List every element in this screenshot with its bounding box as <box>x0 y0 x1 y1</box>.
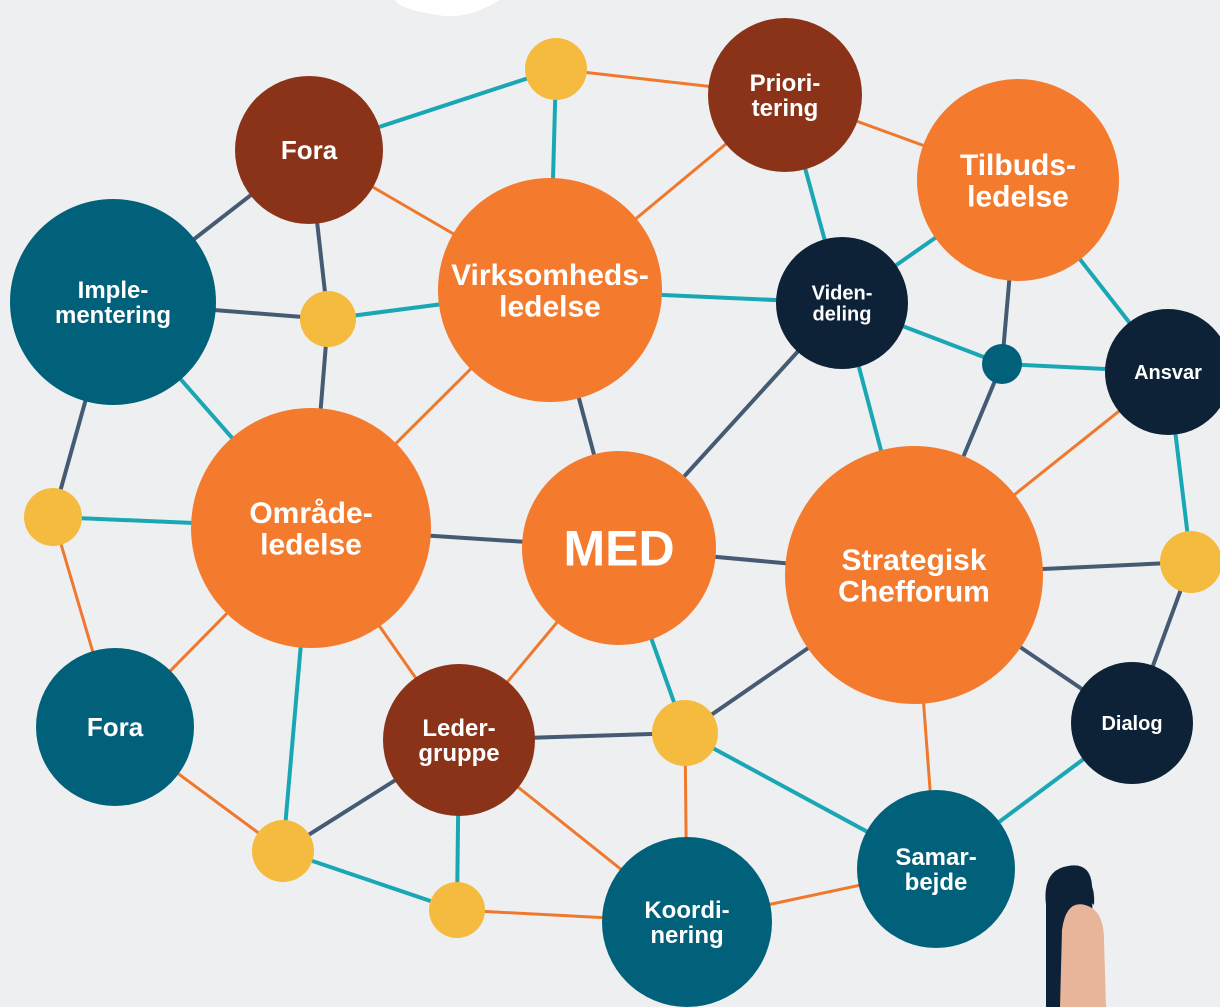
node-label-virksomhedsledelse: ledelse <box>499 290 601 323</box>
node-label-strategisk-chefforum: Strategisk <box>841 544 986 577</box>
node-circle-fora-top <box>235 76 383 224</box>
node-label-ansvar: Ansvar <box>1134 362 1202 384</box>
node-circle-tilbudsledelse <box>917 79 1119 281</box>
node-label-tilbudsledelse: Tilbuds- <box>960 149 1076 182</box>
node-circle-ansvar <box>1105 309 1220 435</box>
node-label-tilbudsledelse: ledelse <box>967 180 1069 213</box>
node-label-omraadeledelse: ledelse <box>260 528 362 561</box>
node-label-fora-top: Fora <box>281 135 338 165</box>
node-implementering: Imple-mentering <box>10 199 216 405</box>
node-label-strategisk-chefforum: Chefforum <box>838 575 990 608</box>
node-label-implementering: mentering <box>55 302 171 329</box>
node-label-koordinering: nering <box>650 922 723 949</box>
node-junction-bottom-left <box>252 820 314 882</box>
node-label-videndeling: deling <box>813 304 872 326</box>
node-label-samarbejde: bejde <box>905 869 968 896</box>
node-omraadeledelse: Område-ledelse <box>191 408 431 648</box>
node-virksomhedsledelse: Virksomheds-ledelse <box>438 178 662 402</box>
node-junction-upper-left <box>300 291 356 347</box>
node-label-videndeling: Viden- <box>812 283 873 305</box>
node-circle-samarbejde <box>857 790 1015 948</box>
node-circle-junction-upper-left <box>300 291 356 347</box>
node-junction-center <box>652 700 718 766</box>
node-label-ledergruppe: Leder- <box>422 715 495 742</box>
node-junction-bottom <box>429 882 485 938</box>
node-label-samarbejde: Samar- <box>895 844 976 871</box>
node-fora-bottom: Fora <box>36 648 194 806</box>
node-circle-implementering <box>10 199 216 405</box>
node-label-omraadeledelse: Område- <box>249 497 372 530</box>
node-label-koordinering: Koordi- <box>644 897 729 924</box>
node-circle-junction-center <box>652 700 718 766</box>
node-circle-koordinering <box>602 837 772 1007</box>
node-circle-omraadeledelse <box>191 408 431 648</box>
node-circle-junction-right <box>1160 531 1220 593</box>
node-circle-fora-bottom <box>36 648 194 806</box>
node-ansvar: Ansvar <box>1105 309 1220 435</box>
top-decorative-arc <box>395 0 500 17</box>
node-prioritering: Priori-tering <box>708 18 862 172</box>
node-videndeling: Viden-deling <box>776 237 908 369</box>
node-junction-top <box>525 38 587 100</box>
node-label-virksomhedsledelse: Virksomheds- <box>451 259 649 292</box>
node-circle-dialog <box>1071 662 1193 784</box>
node-circle-junction-top <box>525 38 587 100</box>
node-label-prioritering: tering <box>752 95 819 122</box>
node-circle-junction-teal <box>982 344 1022 384</box>
node-label-dialog: Dialog <box>1101 713 1162 735</box>
node-label-fora-bottom: Fora <box>87 712 144 742</box>
node-tilbudsledelse: Tilbuds-ledelse <box>917 79 1119 281</box>
node-dialog: Dialog <box>1071 662 1193 784</box>
node-junction-teal <box>982 344 1022 384</box>
node-samarbejde: Samar-bejde <box>857 790 1015 948</box>
node-label-ledergruppe: gruppe <box>418 740 499 767</box>
node-circle-junction-bottom <box>429 882 485 938</box>
node-circle-junction-bottom-left <box>252 820 314 882</box>
node-circle-junction-left <box>24 488 82 546</box>
node-circle-virksomhedsledelse <box>438 178 662 402</box>
node-circle-med <box>522 451 716 645</box>
node-junction-left <box>24 488 82 546</box>
node-circle-videndeling <box>776 237 908 369</box>
node-circle-ledergruppe <box>383 664 535 816</box>
node-med: MED <box>522 451 716 645</box>
node-junction-right <box>1160 531 1220 593</box>
node-label-implementering: Imple- <box>78 277 149 304</box>
person-illustration <box>1045 865 1106 1007</box>
node-koordinering: Koordi-nering <box>602 837 772 1007</box>
node-label-prioritering: Priori- <box>750 70 821 97</box>
node-label-med: MED <box>563 521 674 577</box>
node-fora-top: Fora <box>235 76 383 224</box>
node-ledergruppe: Leder-gruppe <box>383 664 535 816</box>
node-circle-prioritering <box>708 18 862 172</box>
node-circle-strategisk-chefforum <box>785 446 1043 704</box>
